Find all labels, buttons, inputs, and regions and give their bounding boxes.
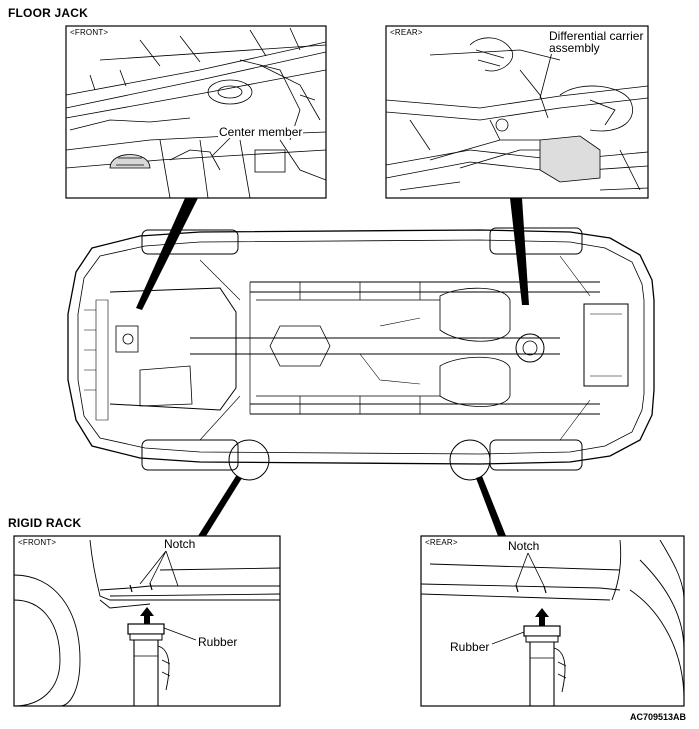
rr-front-rubber-label: Rubber bbox=[198, 635, 238, 649]
figure-code: AC709513AB bbox=[630, 712, 687, 722]
fj-front-tag: <FRONT> bbox=[70, 28, 109, 37]
rr-rear-rubber-label: Rubber bbox=[450, 640, 490, 654]
differential-leader bbox=[539, 51, 553, 99]
vehicle-underbody bbox=[67, 227, 655, 471]
floor-jack-heading: FLOOR JACK bbox=[8, 6, 88, 20]
fj-rear-tag: <REAR> bbox=[390, 28, 423, 37]
rr-rear-tag: <REAR> bbox=[425, 538, 458, 547]
rigid-rack-heading: RIGID RACK bbox=[8, 516, 82, 530]
center-member-label: Center member bbox=[218, 125, 304, 139]
rear-rack-point-circle bbox=[449, 439, 491, 481]
rear-rack-point-leader bbox=[476, 476, 506, 536]
rigid-rack-front-panel bbox=[13, 535, 281, 707]
rear-jack-point-leader bbox=[510, 198, 529, 305]
front-rack-point-leader bbox=[198, 476, 242, 536]
rr-front-tag: <FRONT> bbox=[18, 538, 57, 547]
front-rack-point-circle bbox=[228, 439, 270, 481]
differential-label-line1: Differential carrier bbox=[549, 29, 644, 43]
rr-rear-notch-label: Notch bbox=[508, 539, 540, 553]
floor-jack-front-panel bbox=[65, 25, 327, 199]
rigid-rack-rear-panel bbox=[420, 535, 685, 707]
differential-label-line2: assembly bbox=[549, 41, 600, 55]
rr-front-notch-label: Notch bbox=[164, 537, 196, 551]
center-member-leader bbox=[211, 137, 231, 157]
floor-jack-rear-panel bbox=[385, 25, 649, 199]
